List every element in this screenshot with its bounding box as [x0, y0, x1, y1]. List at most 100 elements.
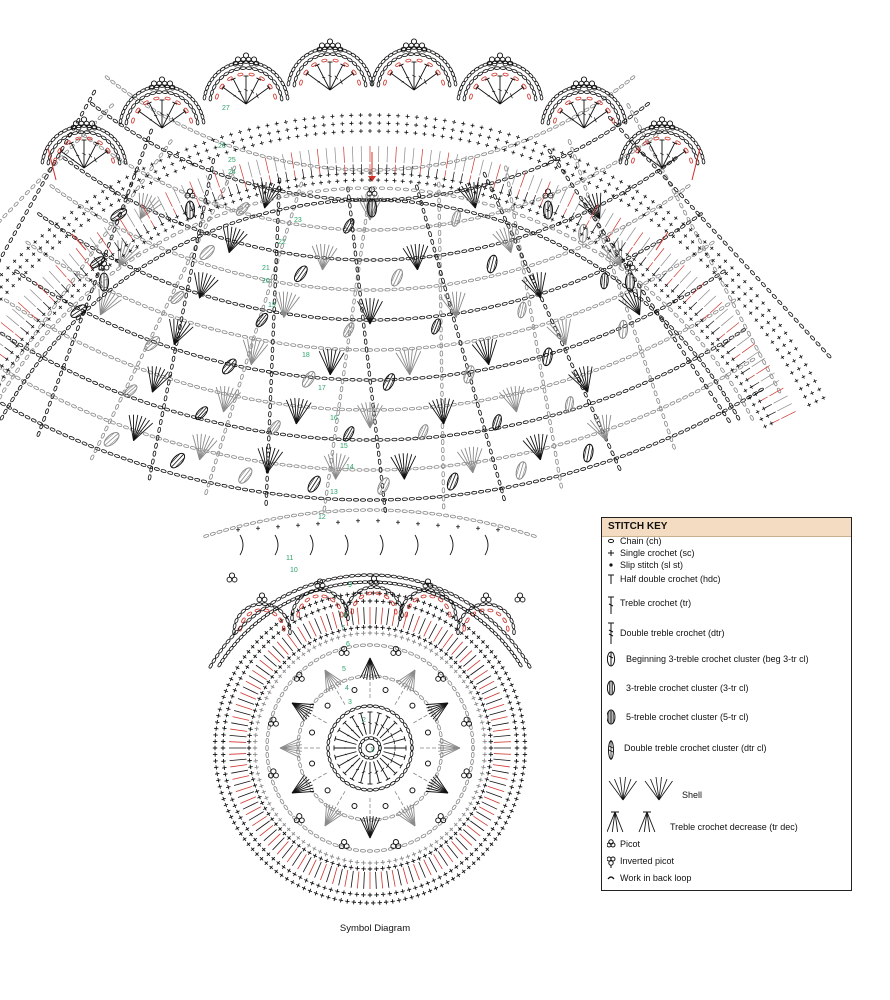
single-crochet-stitch — [273, 669, 278, 674]
shell-stitch — [133, 415, 143, 441]
cluster-post — [589, 447, 593, 460]
fan-chain-row — [218, 235, 225, 240]
fan-chain-row — [48, 220, 54, 225]
border-sc — [704, 252, 709, 256]
fan-chain-row — [387, 347, 394, 352]
single-crochet-stitch — [380, 860, 386, 865]
round-chain — [329, 727, 334, 734]
single-crochet-stitch — [214, 771, 220, 777]
lattice-chain — [441, 503, 446, 510]
single-crochet-stitch — [364, 590, 369, 596]
single-crochet-stitch — [487, 726, 492, 732]
fan-chain-row — [235, 333, 242, 338]
border-post — [597, 215, 603, 223]
single-crochet-stitch — [399, 635, 405, 640]
border-sc — [145, 230, 150, 235]
border-sc — [67, 222, 71, 227]
lattice-chain — [415, 184, 419, 191]
cluster-post — [195, 406, 208, 420]
fan-chain-row — [27, 382, 33, 387]
fan-chain-row — [259, 429, 266, 434]
shell-stitch — [279, 747, 302, 752]
fan-chain-row — [468, 278, 474, 283]
border-sc — [749, 299, 753, 303]
single-crochet-stitch — [246, 739, 252, 744]
picot-loop — [480, 596, 487, 603]
round-chain — [469, 765, 473, 772]
lattice-chain — [698, 238, 703, 244]
lattice-chain — [194, 245, 198, 252]
outer-arch — [408, 577, 415, 582]
shell-stitch — [417, 245, 429, 271]
fan-chain-row — [321, 316, 328, 320]
band-chain — [332, 509, 339, 513]
border-sc — [572, 228, 577, 233]
border-chain — [163, 236, 170, 242]
cluster-post — [227, 363, 236, 374]
lattice-chain — [221, 435, 225, 442]
round-chain — [332, 843, 339, 847]
scallop-chain — [234, 617, 239, 624]
cluster-post — [344, 322, 354, 338]
fan-chain-row — [495, 364, 502, 369]
lattice-chain — [612, 268, 616, 275]
single-crochet-stitch — [246, 842, 251, 847]
round-chain — [420, 657, 427, 663]
border-sc — [808, 370, 813, 375]
lattice-chain — [656, 398, 661, 404]
fan-chain-row — [199, 165, 205, 170]
edge-post — [286, 848, 298, 863]
lattice-chain — [362, 226, 367, 233]
border-sc — [770, 340, 775, 345]
single-crochet-stitch — [332, 896, 337, 902]
stitch-bar — [368, 771, 372, 775]
fan-chain-row — [574, 180, 581, 185]
border-chain — [625, 271, 631, 276]
fan-chain-row — [342, 257, 349, 262]
scallop-chain — [458, 617, 463, 624]
border-chain — [2, 387, 7, 393]
lattice-chain — [575, 161, 580, 168]
fan-chain-row — [171, 251, 178, 256]
border-sc — [522, 145, 527, 150]
lattice-chain — [438, 286, 443, 293]
border-chain — [710, 354, 716, 360]
fan-chain-row — [581, 243, 588, 248]
fan-chain-row — [688, 392, 695, 397]
shell-stitch — [329, 349, 337, 375]
fan-chain-row — [51, 327, 58, 332]
fan-chain-row — [314, 436, 321, 440]
border-sc — [627, 184, 632, 189]
cluster-post — [171, 453, 180, 464]
lattice-chain — [237, 381, 242, 388]
lattice-chain — [587, 399, 592, 405]
cluster-post — [567, 396, 572, 413]
outer-arch — [270, 600, 276, 605]
lattice-chain — [115, 404, 120, 410]
shell-stitch — [278, 291, 285, 318]
single-crochet-stitch — [301, 652, 306, 657]
picot-loop — [100, 260, 108, 267]
fan-chain-row — [384, 468, 391, 472]
border-sc — [31, 252, 36, 256]
round-chain — [403, 722, 408, 728]
shell-stitch — [329, 350, 341, 375]
border-chain — [534, 219, 541, 224]
border-sc — [108, 263, 112, 267]
cluster-post — [124, 385, 133, 393]
round-chain — [434, 717, 439, 724]
lattice-chain — [614, 249, 620, 255]
outer-arch — [513, 643, 519, 649]
lattice-chain — [506, 223, 511, 229]
single-crochet-stitch — [450, 876, 456, 881]
lattice-chain — [277, 250, 282, 257]
border-post — [86, 262, 93, 269]
single-crochet-stitch — [226, 706, 231, 712]
lattice-chain — [430, 238, 435, 245]
border-post — [551, 192, 556, 200]
cluster-post — [71, 305, 87, 317]
fan-chain-row — [412, 226, 419, 230]
lattice-chain — [112, 226, 117, 233]
round-chain — [409, 739, 414, 746]
round-chain — [326, 651, 332, 656]
